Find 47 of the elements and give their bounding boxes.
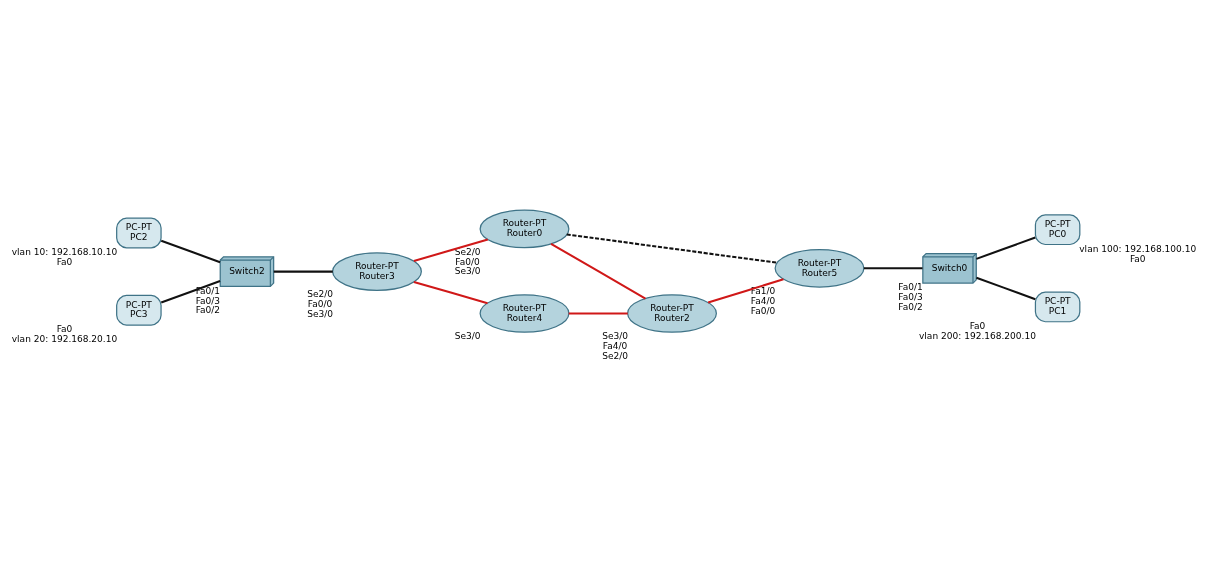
node-label: Fa0/3 bbox=[195, 295, 221, 305]
node-box: PC-PT PC0 bbox=[1034, 213, 1081, 245]
connector bbox=[976, 236, 1036, 260]
connector bbox=[566, 232, 778, 264]
node-label: Fa0 bbox=[56, 256, 73, 267]
connector bbox=[273, 270, 333, 273]
connector bbox=[976, 276, 1036, 300]
node-label: Se3/0 bbox=[602, 330, 629, 341]
node-label: Fa0 bbox=[56, 323, 73, 334]
connector bbox=[413, 280, 488, 304]
node-label: Fa0/0 bbox=[455, 256, 480, 267]
node-label: vlan 200: 192.168.200.10 bbox=[919, 330, 1036, 341]
node-label: Se3/0 bbox=[454, 330, 481, 341]
connector bbox=[863, 266, 923, 269]
node-box: PC-PT PC2 bbox=[116, 217, 162, 248]
node-label: Fa0/0 bbox=[750, 305, 776, 316]
node-label: vlan 20: 192.168.20.10 bbox=[11, 333, 118, 344]
node-ellipse: Router-PT Router5 bbox=[774, 248, 865, 288]
node-box: PC-PT PC3 bbox=[116, 294, 162, 326]
node-label: Fa0/3 bbox=[898, 291, 923, 302]
node-label: Fa0 bbox=[969, 320, 986, 331]
node-label: Fa0/0 bbox=[307, 298, 333, 309]
node-ellipse: Router-PT Router0 bbox=[479, 209, 570, 248]
node-label: vlan 100: 192.168.100.10 bbox=[1079, 243, 1197, 254]
connector bbox=[568, 312, 628, 315]
node-label: Se3/0 bbox=[454, 265, 481, 276]
node-label: Fa0/2 bbox=[195, 304, 221, 315]
node-ellipse: Router-PT Router2 bbox=[627, 293, 717, 333]
connector bbox=[413, 237, 489, 262]
node-label: Fa4/0 bbox=[750, 295, 776, 306]
node-ellipse: Router-PT Router4 bbox=[479, 293, 570, 333]
node-label: Fa0 bbox=[1129, 253, 1146, 264]
node-label: vlan 10: 192.168.10.10 bbox=[11, 246, 118, 257]
connector bbox=[160, 239, 221, 263]
node-label: Fa0/1 bbox=[195, 285, 221, 296]
connector bbox=[160, 279, 221, 303]
node-label: Fa4/0 bbox=[602, 340, 628, 351]
node-label: Se3/0 bbox=[307, 308, 333, 319]
node-label: Se2/0 bbox=[307, 288, 333, 299]
node-label: Fa1/0 bbox=[750, 285, 776, 296]
node-label: Fa0/2 bbox=[898, 301, 923, 312]
node-box: PC-PT PC1 bbox=[1034, 291, 1081, 322]
connector bbox=[550, 242, 646, 299]
connector bbox=[707, 277, 784, 304]
node-ellipse: Router-PT Router3 bbox=[332, 251, 422, 291]
node-label: Fa0/1 bbox=[898, 281, 923, 292]
node-label: Se2/0 bbox=[602, 350, 629, 361]
